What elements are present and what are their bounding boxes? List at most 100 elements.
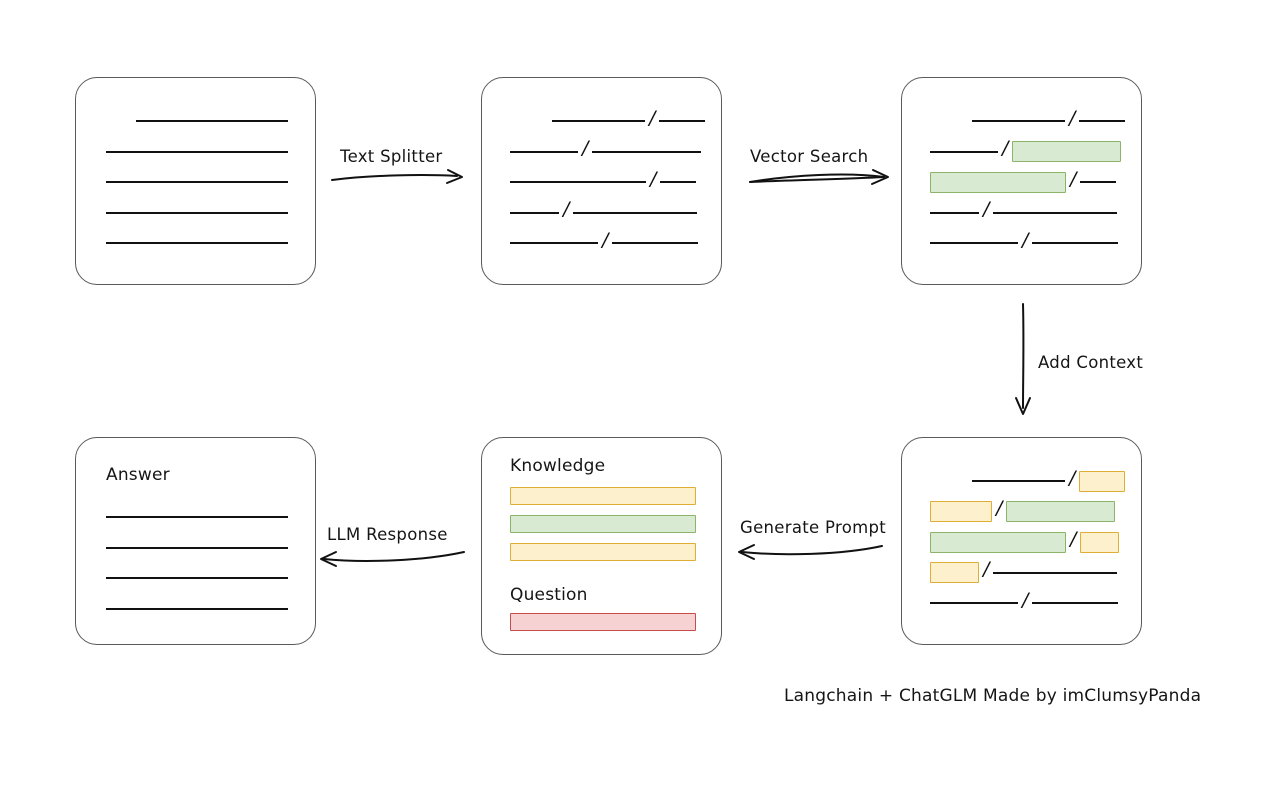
text-line-segment xyxy=(106,516,288,518)
context-added-document-box[interactable]: / / / / / xyxy=(901,437,1142,645)
text-line-segment xyxy=(552,120,645,122)
text-line-segment xyxy=(510,181,646,183)
document-row xyxy=(106,537,288,559)
document-row: / xyxy=(972,106,1126,132)
text-line-segment xyxy=(136,120,288,122)
row-slash-separator: / xyxy=(1022,588,1029,611)
document-row: / xyxy=(930,198,1118,224)
row-slash-separator: / xyxy=(1022,228,1029,251)
document-row xyxy=(106,141,288,163)
document-row: / xyxy=(972,466,1126,492)
row-slash-separator: / xyxy=(1070,167,1077,190)
row-slash-separator: / xyxy=(983,558,990,580)
edge-label-llm-response: LLM Response xyxy=(327,525,448,544)
document-row xyxy=(136,110,288,132)
highlight-chip-green xyxy=(930,531,1066,553)
text-line-segment xyxy=(106,242,288,244)
text-line-segment xyxy=(972,120,1065,122)
text-line-segment xyxy=(106,181,288,183)
row-slash-separator: / xyxy=(649,106,656,129)
row-slash-separator: / xyxy=(650,167,657,190)
knowledge-bar-yellow xyxy=(510,487,696,505)
source-document-box[interactable] xyxy=(75,77,316,285)
knowledge-label: Knowledge xyxy=(510,456,606,476)
prompt-box[interactable]: Knowledge Question xyxy=(481,437,722,655)
document-row: / xyxy=(930,167,1117,193)
row-slash-separator: / xyxy=(1070,527,1077,550)
document-row: / xyxy=(510,167,697,193)
edge-label-generate-prompt: Generate Prompt xyxy=(740,518,886,537)
highlight-chip-yellow xyxy=(930,501,992,522)
text-line-segment xyxy=(660,181,697,183)
document-row xyxy=(106,171,288,193)
document-row xyxy=(106,567,288,589)
text-line-segment xyxy=(106,211,288,214)
text-line-segment xyxy=(510,150,578,153)
vector-matched-document-box[interactable]: / / / / / xyxy=(901,77,1142,285)
text-line-segment xyxy=(106,607,288,610)
text-line-segment xyxy=(930,242,1018,244)
question-label: Question xyxy=(510,585,588,605)
text-line-segment xyxy=(106,546,288,549)
highlight-chip-green xyxy=(1006,501,1116,522)
row-slash-separator: / xyxy=(1069,466,1076,489)
highlight-chip-green xyxy=(1012,141,1122,162)
text-line-segment xyxy=(510,211,559,214)
document-row: / xyxy=(930,588,1119,614)
highlight-chip-yellow xyxy=(930,562,979,583)
knowledge-bar-yellow xyxy=(510,543,696,561)
text-line-segment xyxy=(592,150,702,153)
text-line-segment xyxy=(993,571,1118,574)
highlight-chip-yellow xyxy=(1079,470,1126,492)
text-line-segment xyxy=(930,211,979,214)
arrow-text-splitter xyxy=(331,169,463,184)
row-slash-separator: / xyxy=(582,137,589,159)
document-row: / xyxy=(510,137,702,163)
document-row: / xyxy=(930,527,1120,553)
text-line-segment xyxy=(930,602,1018,604)
answer-box[interactable]: Answer xyxy=(75,437,316,645)
edge-label-text-splitter: Text Splitter xyxy=(340,147,443,166)
document-row: / xyxy=(930,228,1119,254)
document-row: / xyxy=(930,137,1122,163)
text-line-segment xyxy=(993,211,1118,214)
knowledge-bar-green xyxy=(510,515,696,533)
document-row: / xyxy=(510,200,698,224)
arrow-generate-prompt xyxy=(738,544,883,560)
highlight-chip-yellow xyxy=(1080,531,1120,553)
arrow-add-context xyxy=(1015,303,1031,415)
document-row xyxy=(106,202,288,224)
text-line-segment xyxy=(930,150,998,153)
arrow-llm-response xyxy=(320,551,465,567)
row-slash-separator: / xyxy=(602,228,609,251)
answer-label: Answer xyxy=(106,465,170,485)
text-line-segment xyxy=(1032,602,1119,604)
document-row xyxy=(106,506,288,528)
row-slash-separator: / xyxy=(983,198,990,220)
row-slash-separator: / xyxy=(1069,106,1076,129)
text-line-segment xyxy=(659,120,706,122)
document-row: / xyxy=(930,497,1116,523)
text-line-segment xyxy=(106,577,288,579)
question-bar-red xyxy=(510,613,696,631)
text-line-segment xyxy=(1080,181,1117,183)
footer-credit: Langchain + ChatGLM Made by imClumsyPand… xyxy=(784,686,1202,706)
text-line-segment xyxy=(612,242,699,244)
document-row: / xyxy=(930,558,1118,584)
document-row xyxy=(106,232,288,254)
split-document-box[interactable]: / / / / / xyxy=(481,77,722,285)
text-line-segment xyxy=(510,242,598,244)
text-line-segment xyxy=(573,211,698,214)
text-line-segment xyxy=(106,150,288,153)
document-row: / xyxy=(552,106,706,132)
highlight-chip-green xyxy=(930,171,1066,193)
arrow-vector-search xyxy=(749,169,889,185)
edge-label-add-context: Add Context xyxy=(1038,353,1144,372)
row-slash-separator: / xyxy=(1002,137,1009,159)
text-line-segment xyxy=(972,480,1065,482)
document-row: / xyxy=(510,228,699,254)
row-slash-separator: / xyxy=(996,497,1003,519)
document-row xyxy=(106,598,288,620)
edge-label-vector-search: Vector Search xyxy=(750,147,869,166)
